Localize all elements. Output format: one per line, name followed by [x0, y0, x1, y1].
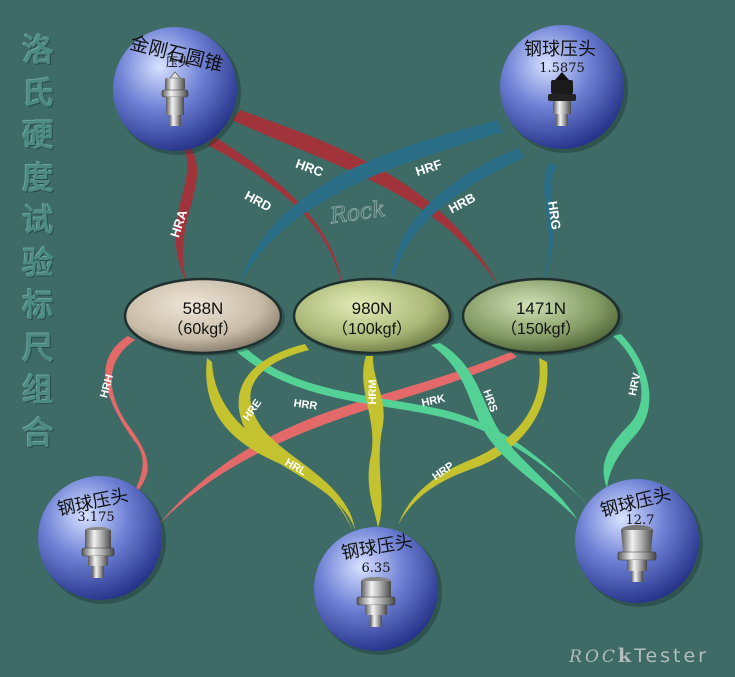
- ribbon-hrg: [540, 162, 557, 285]
- load-980-kgf: （100kgf）: [332, 320, 412, 338]
- title-char: 硬: [22, 118, 54, 154]
- ball-indenter-icon: [81, 527, 115, 578]
- ribbon-hrs: [431, 343, 578, 520]
- scale-label-hrf: HRF: [414, 156, 444, 179]
- diamond-indenter-icon: [161, 71, 189, 126]
- load-588-newton: 588N: [183, 299, 224, 318]
- scale-label-hrc: HRC: [294, 156, 326, 180]
- title-char: 组: [22, 373, 54, 409]
- watermark: Rock: [328, 197, 387, 230]
- title-char: 试: [22, 203, 54, 239]
- title-char: 氏: [22, 75, 54, 112]
- indenter-ball-12-7: 钢球压头 12.7: [575, 479, 703, 607]
- ball-indenter-icon: [548, 72, 576, 126]
- title-char: 标: [22, 288, 54, 324]
- scale-label-hrk: HRK: [420, 393, 446, 410]
- ribbon-hrv: [603, 334, 650, 488]
- ball-6-35-label-line2: 6.35: [362, 561, 391, 576]
- ribbon-hra: [175, 148, 198, 283]
- ribbon-hrh: [105, 336, 148, 497]
- load-588-kgf: （60kgf）: [167, 320, 238, 338]
- indenter-ball-6-35: 钢球压头 6.35: [314, 527, 442, 655]
- title-char: 验: [22, 245, 54, 282]
- ribbon-hre: [238, 344, 355, 530]
- scale-label-hrm: HRM: [367, 379, 379, 404]
- load-node-1471: 1471N （150kgf）: [461, 277, 623, 356]
- scale-label-hrd: HRD: [242, 188, 274, 214]
- title-char: 洛: [22, 33, 54, 69]
- ball-3-175-label-line2: 3.175: [77, 510, 114, 525]
- ball-1-5875-label-line2: 1.5875: [539, 61, 585, 76]
- load-1471-kgf: （150kgf）: [501, 320, 581, 338]
- indenter-diamond: 金刚石圆锥 压头: [113, 27, 241, 155]
- ball-indenter-icon: [617, 525, 657, 582]
- ribbon-hrm: [363, 356, 384, 528]
- indenter-ball-1-5875: 钢球压头 1.5875: [500, 25, 628, 153]
- load-node-588: 588N （60kgf）: [123, 277, 285, 356]
- brand-logo: ROCkTester: [569, 645, 709, 667]
- load-node-980: 980N （100kgf）: [292, 277, 454, 356]
- ball-1-5875-label-line1: 钢球压头: [524, 39, 596, 60]
- load-1471-newton: 1471N: [516, 299, 566, 318]
- ribbon-hrp: [398, 358, 548, 525]
- ribbon-hrd: [208, 137, 343, 292]
- title-char: 尺: [22, 330, 54, 367]
- scale-label-hrr: HRR: [293, 397, 318, 412]
- ribbon-hrf: [237, 120, 503, 288]
- scale-label-hrg: HRG: [545, 200, 564, 231]
- brand-part1: ROC: [569, 647, 618, 667]
- brand-part3: Tester: [634, 645, 709, 667]
- brand-part2: k: [617, 645, 635, 667]
- scale-label-hrv: HRV: [627, 371, 644, 397]
- title-char: 度: [22, 160, 54, 197]
- load-980-newton: 980N: [352, 299, 393, 318]
- scale-label-hra: HRA: [167, 207, 190, 239]
- ribbon-hrk: [158, 352, 517, 525]
- ball-12-7-label-line2: 12.7: [626, 513, 655, 528]
- title-char: 合: [22, 415, 54, 452]
- scale-label-hrh: HRH: [98, 373, 116, 399]
- ball-indenter-icon: [356, 577, 396, 627]
- ribbon-hrb: [390, 148, 525, 288]
- vertical-title: 洛 氏 硬 度 试 验 标 尺 组 合: [20, 30, 56, 455]
- diamond-label-line2: 压头: [166, 55, 190, 69]
- ribbon-hrc: [232, 110, 500, 288]
- ribbon-hrl: [206, 358, 352, 530]
- indenter-ball-3-175: 钢球压头 3.175: [38, 476, 166, 604]
